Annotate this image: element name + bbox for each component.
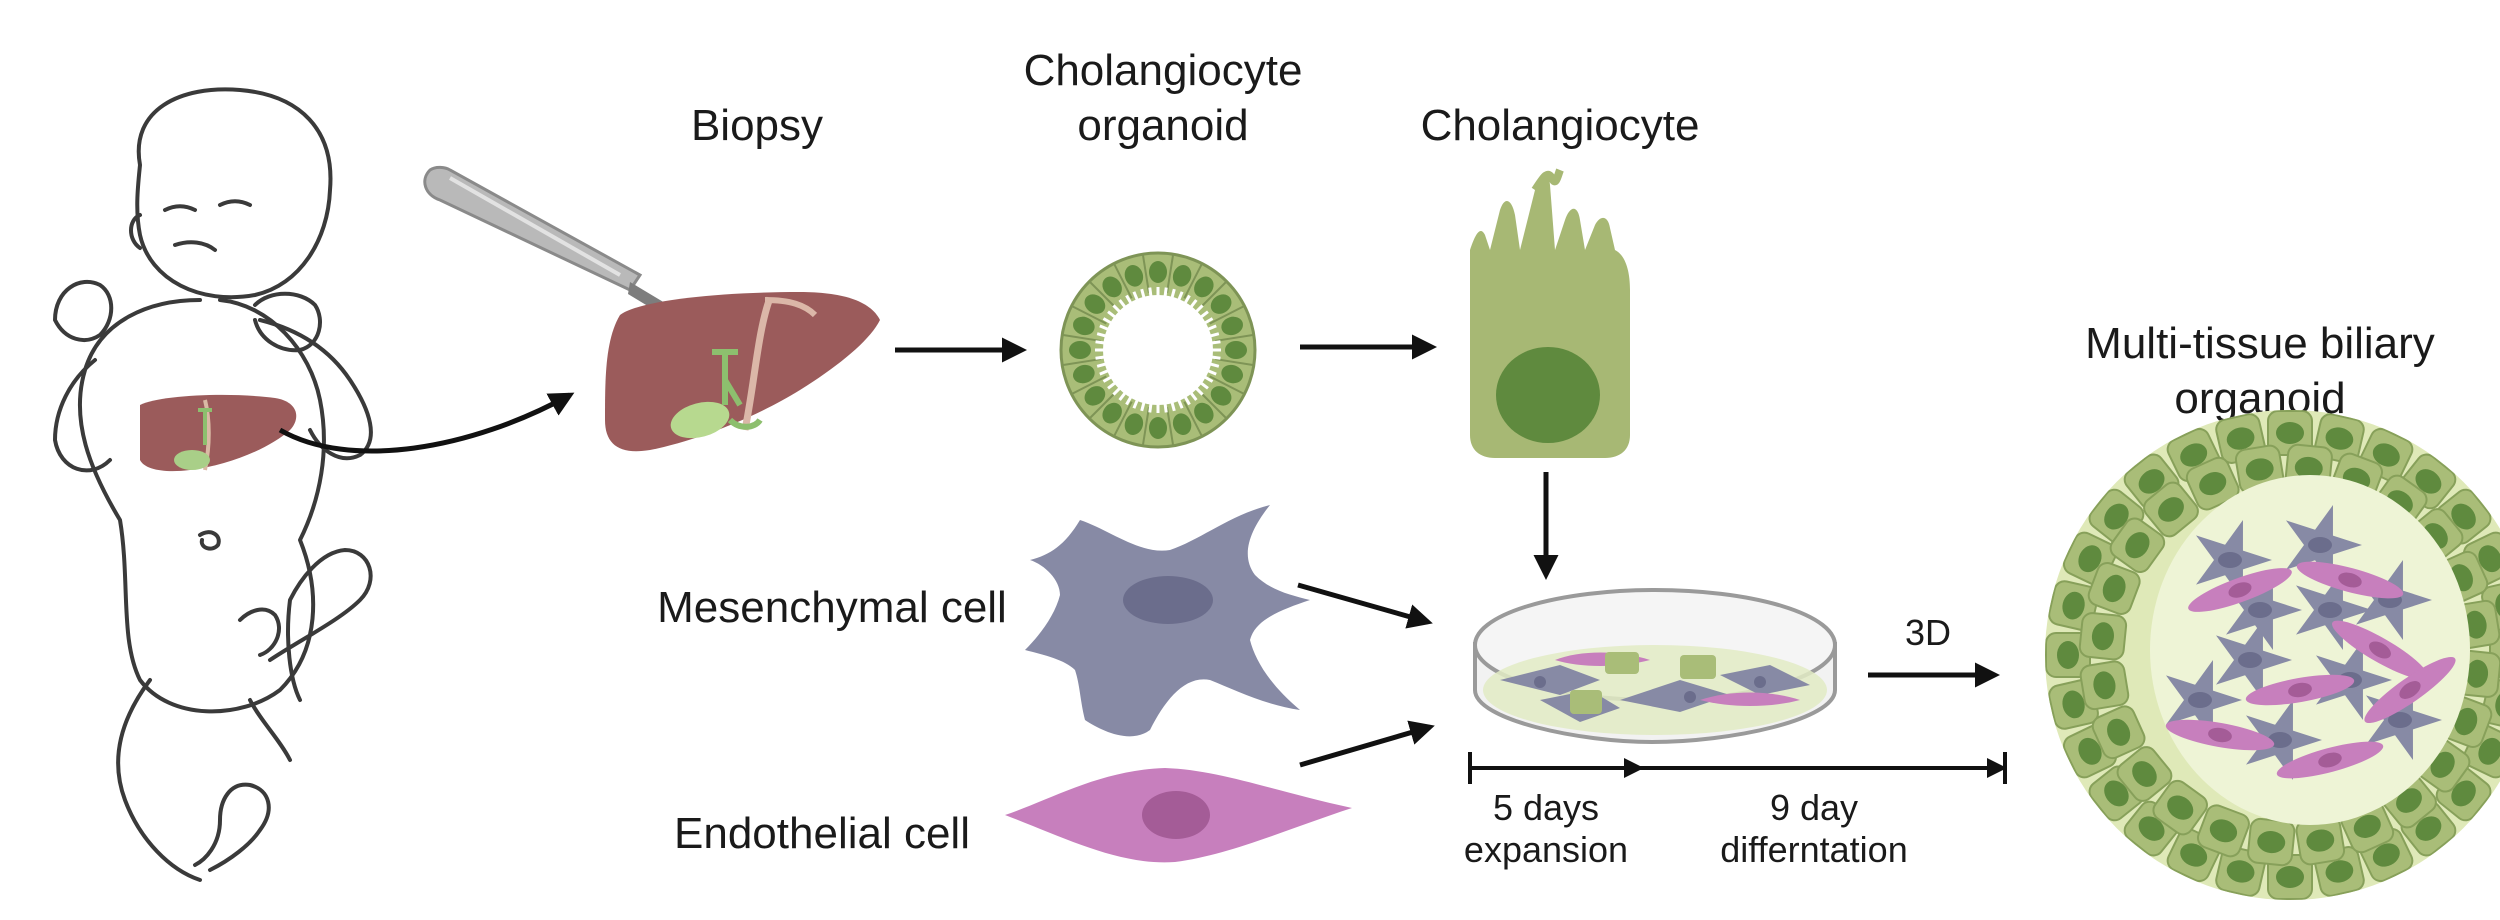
organoid-nucleus [1225, 341, 1247, 359]
cholangiocyte-organoid [1059, 251, 1257, 449]
multi-tissue-organoid [2045, 410, 2500, 900]
label-multi-line1: Multi-tissue biliary [2085, 319, 2435, 368]
organoid-nucleus [1221, 316, 1244, 336]
timeline [1468, 752, 2007, 784]
mesenchymal-cell [1025, 505, 1310, 737]
liver-icon [605, 292, 880, 452]
organoid-nucleus [1084, 386, 1106, 406]
endothelial-cell [1005, 768, 1352, 863]
arrow-icon [1297, 582, 1433, 629]
label-organoid-line1: Cholangiocyte [1024, 46, 1303, 95]
petri-dish-icon [1473, 588, 1837, 745]
organoid-nucleus [1210, 386, 1232, 406]
organoid-nucleus [1124, 413, 1144, 436]
label-diff-line1: 9 day [1770, 787, 1858, 828]
organoid-nucleus [1069, 341, 1091, 359]
organoid-nucleus [1221, 364, 1244, 384]
organoid-nucleus [1194, 402, 1214, 424]
arrow-icon [1299, 720, 1435, 768]
organoid-nucleus [1210, 294, 1232, 314]
label-diff-line2: differntation [1720, 829, 1907, 870]
label-expansion-line1: 5 days [1493, 787, 1599, 828]
organoid-nucleus [1149, 261, 1167, 283]
label-endothelial: Endothelial cell [674, 809, 970, 858]
organoid-nucleus [1124, 264, 1144, 287]
organoid-nucleus [1149, 417, 1167, 439]
organoid-nucleus [1194, 276, 1214, 298]
cholangiocyte-cell [1470, 168, 1630, 458]
infant-outline [53, 87, 373, 882]
organoid-nucleus [1084, 294, 1106, 314]
organoid-nucleus [1102, 276, 1122, 298]
label-biopsy: Biopsy [691, 101, 823, 150]
organoid-nucleus [1172, 413, 1192, 436]
label-3d: 3D [1905, 612, 1951, 653]
infant-liver-icon [140, 394, 297, 472]
organoid-nucleus [1072, 364, 1095, 384]
label-mesenchymal: Mesenchymal cell [657, 583, 1007, 632]
organoid-nucleus [1102, 402, 1122, 424]
label-organoid-line2: organoid [1077, 101, 1248, 150]
organoid-nucleus [1072, 316, 1095, 336]
arrow-icon [278, 392, 575, 454]
organoid-nucleus [1172, 264, 1192, 287]
label-expansion-line2: expansion [1464, 829, 1628, 870]
label-cholangiocyte: Cholangiocyte [1421, 101, 1700, 150]
